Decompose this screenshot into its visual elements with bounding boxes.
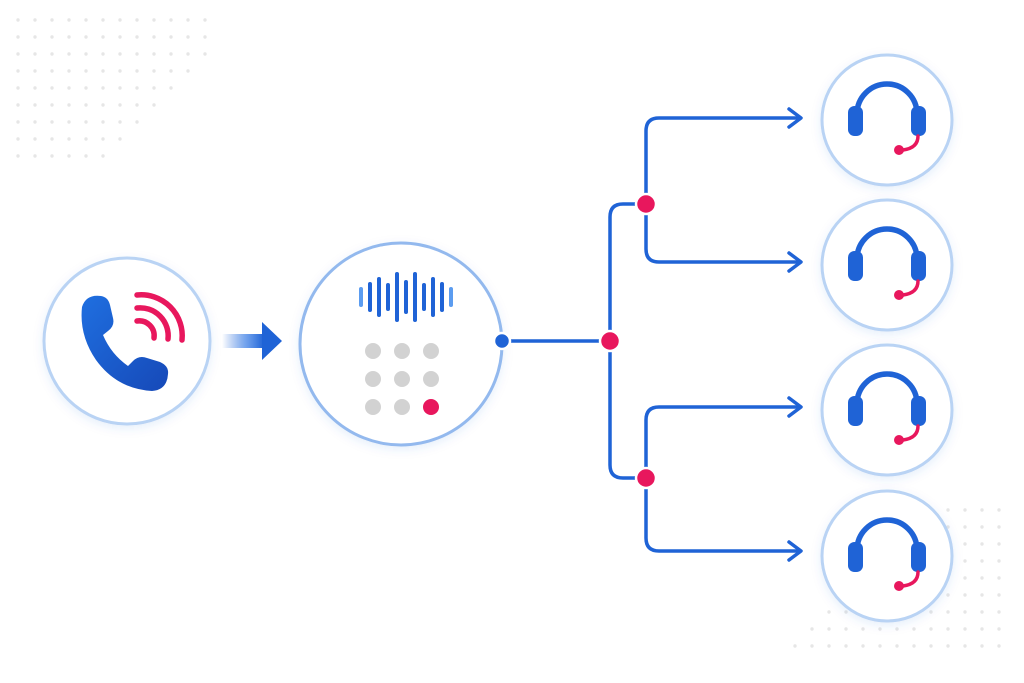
agent-circle (820, 489, 954, 623)
ivr-output-port (492, 331, 512, 351)
upper-branch-line (644, 116, 800, 264)
phone-ringing-icon (81, 292, 185, 391)
keypad-key (394, 399, 410, 415)
keypad-key (394, 371, 410, 387)
keypad-key (365, 371, 381, 387)
arrowhead-agent-3 (787, 396, 803, 418)
lower-branch-line (644, 405, 800, 553)
arrowhead-agent-2 (787, 251, 803, 273)
agent-circle (820, 53, 954, 187)
dot-pattern-top-left (16, 18, 207, 158)
junction-main (598, 329, 622, 353)
agent-node-4 (820, 489, 954, 623)
ivr-node (298, 241, 504, 447)
keypad-key (423, 343, 439, 359)
arrowhead-agent-1 (787, 107, 803, 129)
junction-lower (634, 466, 658, 490)
agent-node-3 (820, 343, 954, 477)
keypad-key (394, 343, 410, 359)
agent-node-2 (820, 198, 954, 332)
keypad-key (423, 371, 439, 387)
voice-waveform-icon (359, 272, 453, 322)
arrowhead-agent-4 (787, 540, 803, 562)
agent-circle (820, 343, 954, 477)
keypad-key (365, 399, 381, 415)
caller-node (42, 256, 212, 426)
keypad-key-highlighted (423, 399, 439, 415)
agent-node-1 (820, 53, 954, 187)
agent-circle (820, 198, 954, 332)
caller-circle (42, 256, 212, 426)
keypad-icon (365, 343, 439, 415)
keypad-key (365, 343, 381, 359)
routing-lines (500, 107, 803, 562)
junction-upper (634, 192, 658, 216)
caller-to-ivr-arrow (222, 322, 282, 360)
